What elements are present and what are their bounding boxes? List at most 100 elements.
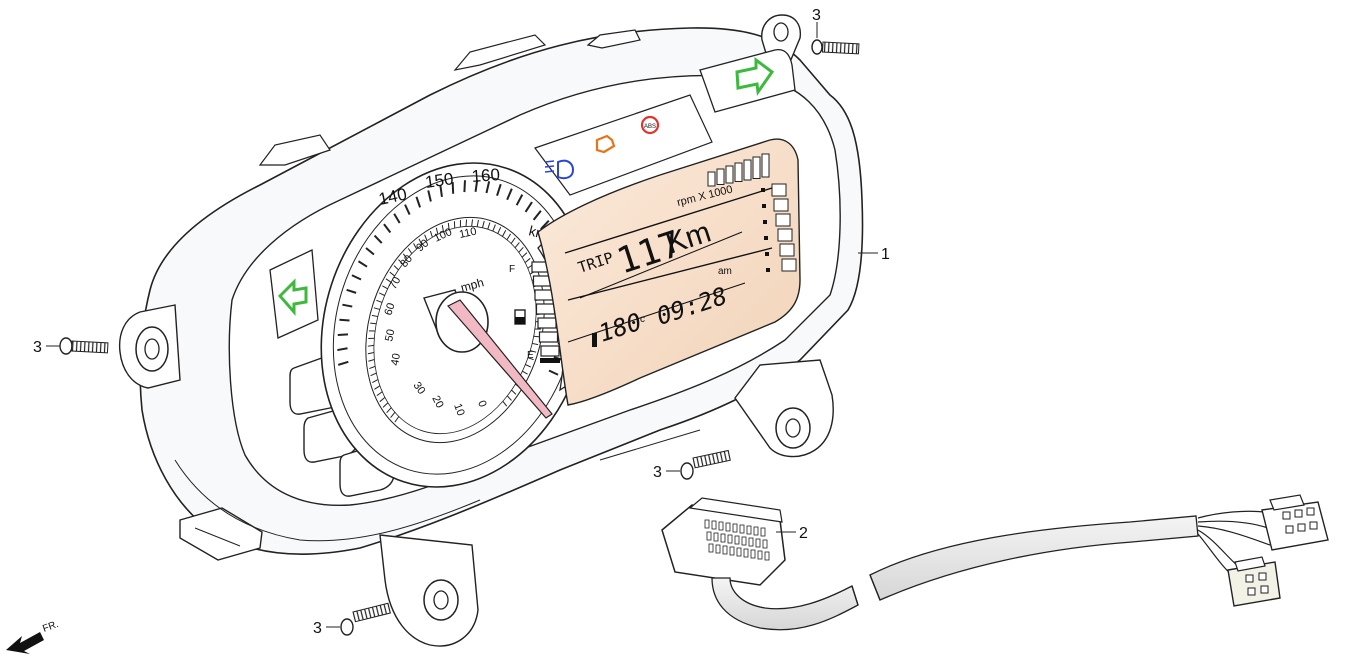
meter-connector [661, 504, 786, 586]
mph-tick [393, 265, 399, 271]
harness-cable [711, 577, 859, 631]
tach-bar-segment [707, 171, 716, 187]
mph-tick-label: 20 [429, 394, 445, 410]
kmh-tick [404, 204, 411, 215]
tach-dot [764, 236, 768, 240]
mph-tick [389, 271, 395, 277]
mph-tick [521, 252, 528, 258]
temp-unit: c [640, 314, 645, 325]
screw-center [666, 449, 731, 480]
kmh-tick [515, 194, 524, 206]
abs-warning-label: ABS [644, 124, 656, 130]
callout-number: 2 [799, 525, 808, 542]
mph-tick [476, 219, 479, 227]
connector-pin [708, 543, 714, 553]
connector-pin [750, 549, 756, 559]
tach-bar-segment [775, 213, 791, 227]
housing-top-tab [453, 34, 547, 71]
mph-tick-label: 0 [475, 399, 488, 409]
turn-signal-left-icon [277, 278, 308, 316]
connector-pin [764, 551, 770, 561]
mph-tick [386, 407, 392, 414]
tach-bar-segment [725, 165, 734, 184]
kmh-tick [393, 213, 401, 224]
mph-tick [435, 227, 439, 235]
mph-tick [502, 230, 507, 237]
mph-tick [524, 257, 531, 263]
tach-bar-segment [743, 159, 752, 181]
mph-tick [367, 344, 375, 347]
screw-left [46, 337, 109, 355]
mph-tick [385, 278, 392, 283]
meter-assembly: 140 150 160 km/h 0 10 20 30 40 50 60 70 … [118, 14, 864, 647]
kmh-tick-label: 160 [471, 165, 501, 186]
mph-tick-label: 110 [458, 226, 478, 241]
fuel-bar-segment [534, 289, 554, 301]
kmh-tick [415, 196, 421, 208]
mph-tick [429, 230, 433, 238]
tach-dot [765, 252, 769, 256]
kmh-tick [474, 179, 479, 192]
kmh-tick [427, 190, 432, 202]
mph-tick [398, 259, 404, 265]
mph-tick [394, 416, 400, 423]
mph-tick [374, 385, 381, 390]
housing-top-tab [258, 134, 331, 166]
connector-pin [741, 536, 747, 546]
connector-pin [718, 521, 724, 531]
mph-tick [376, 299, 383, 303]
kmh-tick [485, 181, 491, 194]
mph-tick [471, 219, 474, 227]
turn-signal-right-icon [735, 57, 775, 97]
mph-tick [418, 238, 423, 245]
tach-bar-segment [752, 156, 761, 179]
callout-number: 3 [313, 620, 322, 637]
connector-pin [722, 545, 728, 555]
connector-pins [704, 519, 770, 561]
tach-bar-segment [761, 153, 770, 178]
housing-seam [599, 429, 701, 461]
mph-tick [465, 219, 468, 227]
kmh-tick [339, 318, 350, 322]
connector-pin [734, 535, 740, 545]
kmh-tick [439, 185, 443, 198]
mph-tick-label: 50 [383, 328, 397, 342]
mph-tick [514, 242, 520, 249]
mph-tick [522, 370, 528, 375]
kmh-tick [548, 369, 559, 376]
kmh-tick [383, 223, 392, 234]
fuel-bar-segment [540, 358, 560, 363]
mph-tick [424, 234, 428, 241]
connector-pin [711, 520, 717, 530]
connector-pin [715, 544, 721, 554]
mph-tick-label: 30 [411, 380, 428, 397]
connector-pin [720, 533, 726, 543]
mph-tick [376, 391, 383, 397]
kmh-tick [532, 210, 542, 221]
mph-tick [506, 395, 512, 401]
fuel-bar-segment [540, 345, 560, 357]
lcd-panel [537, 138, 801, 406]
mph-tick [378, 292, 385, 296]
mph-tick [482, 220, 485, 228]
callout-number: 3 [653, 464, 662, 481]
connector-pin [748, 537, 754, 547]
mph-tick [402, 253, 408, 260]
mph-tick [407, 248, 413, 254]
kmh-tick [506, 188, 513, 201]
connector-pin [725, 522, 731, 532]
callout-number: 3 [33, 339, 42, 356]
kmh-tick [357, 260, 368, 268]
mph-tick-label: 70 [387, 275, 403, 291]
mph-tick [372, 379, 379, 384]
kmh-tick [337, 347, 348, 352]
callout-number: 3 [812, 7, 821, 24]
mph-tick [382, 285, 388, 290]
mph-tick-label: 40 [389, 352, 403, 366]
connector-pin [755, 538, 761, 548]
kmh-tick-label: 150 [424, 169, 455, 192]
mph-tick [373, 307, 380, 310]
housing-seam [174, 459, 481, 542]
lcd-display: rpm X 1000 TRIP 117 Km 180 c 09:28 am [537, 138, 801, 406]
